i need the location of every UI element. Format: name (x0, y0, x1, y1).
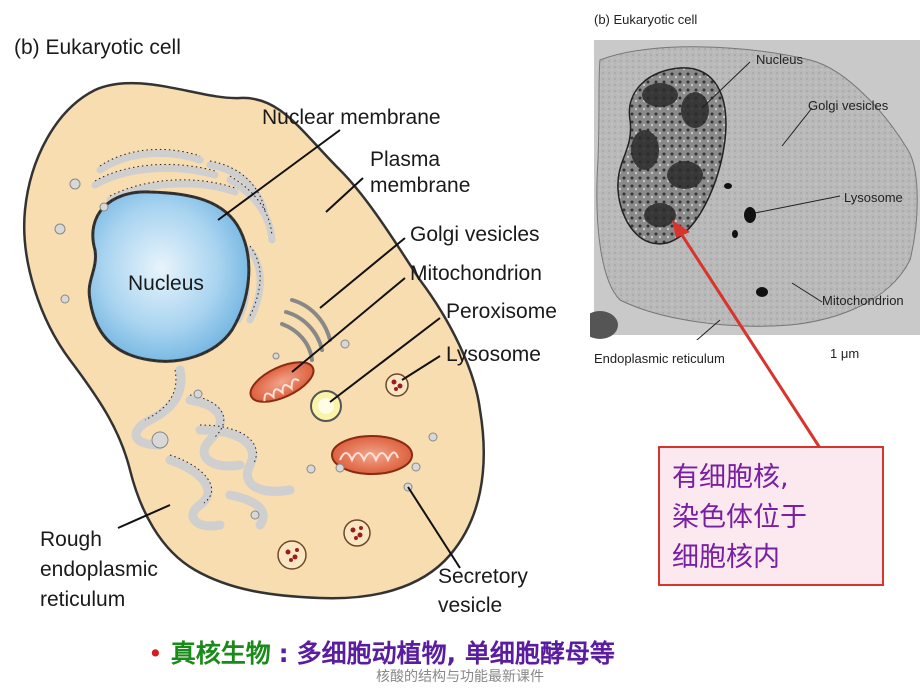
colon: : (278, 639, 289, 668)
label-plasma-2: membrane (370, 174, 471, 197)
bullet: • (148, 639, 163, 668)
electron-micrograph (590, 40, 920, 340)
label-mitochondrion: Mitochondrion (410, 262, 542, 285)
label-rer-1: Rough (40, 528, 102, 551)
label-nucleus: Nucleus (128, 272, 204, 295)
label-rer-3: reticulum (40, 588, 126, 611)
lysosomes (277, 373, 409, 570)
label-plasma-1: Plasma (370, 148, 441, 171)
label-rer-2: endoplasmic (40, 558, 158, 581)
callout-line-1: 有细胞核, (672, 462, 789, 493)
callout-line-3: 细胞核内 (672, 542, 780, 573)
callout-box: 有细胞核, 染色体位于 细胞核内 (658, 446, 884, 586)
micrograph-title: (b) Eukaryotic cell (594, 12, 698, 27)
eukaryote-term: 真核生物 (170, 639, 271, 668)
label-nuclear-membrane: Nuclear membrane (262, 106, 441, 129)
mitochondrion-1 (249, 361, 315, 403)
label-golgi: Golgi vesicles (410, 223, 540, 246)
rough-er-bottom (131, 365, 295, 531)
callout-line-2: 染色体位于 (672, 502, 807, 533)
micro-label-lysosome: Lysosome (844, 190, 903, 205)
micro-label-nucleus: Nucleus (756, 52, 803, 67)
eukaryote-examples: 多细胞动植物, 单细胞酵母等 (296, 639, 615, 668)
micro-label-golgi: Golgi vesicles (808, 98, 889, 113)
mitochondrion-2 (331, 435, 413, 475)
label-secretory-2: vesicle (438, 594, 503, 617)
micro-label-scale: 1 μm (830, 346, 860, 361)
label-secretory-1: Secretory (438, 565, 528, 588)
label-lysosome: Lysosome (446, 343, 541, 366)
diagram-title: (b) Eukaryotic cell (14, 36, 181, 59)
micro-label-er: Endoplasmic reticulum (594, 351, 725, 366)
label-peroxisome: Peroxisome (446, 300, 557, 323)
cell-diagram (23, 81, 485, 600)
nucleus (87, 190, 251, 363)
peroxisome (310, 390, 342, 422)
bottom-statement: • 真核生物 : 多细胞动植物, 单细胞酵母等 (148, 634, 615, 670)
footer-caption: 核酸的结构与功能最新课件 (376, 669, 544, 685)
micro-label-mitochondrion: Mitochondrion (822, 293, 904, 308)
